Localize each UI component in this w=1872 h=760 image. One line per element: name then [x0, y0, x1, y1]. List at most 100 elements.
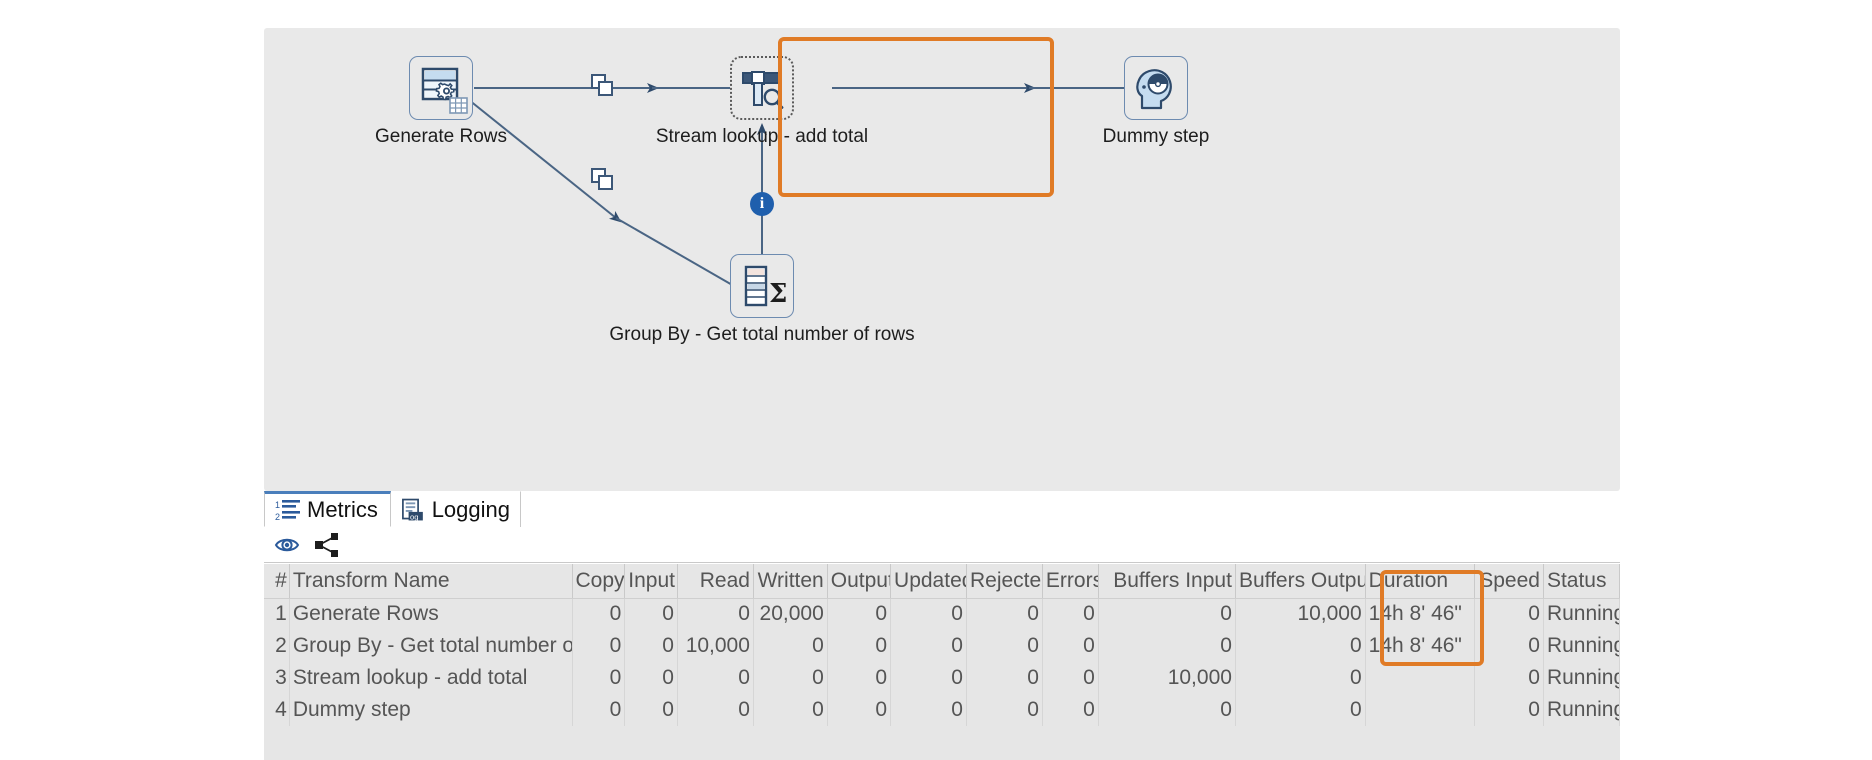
cell-errors: 0: [1042, 598, 1099, 630]
cell-name: Stream lookup - add total: [289, 662, 573, 694]
cell-idx: 1: [264, 598, 290, 630]
column-header-errors[interactable]: Errors: [1042, 564, 1099, 599]
hop-connections-layer: [468, 83, 1126, 287]
cell-duration: [1365, 694, 1476, 726]
cell-output: 0: [827, 630, 892, 662]
cell-input: 0: [624, 694, 678, 726]
cell-duration: 14h 8' 46": [1365, 598, 1476, 630]
stream-lookup-icon: [742, 71, 784, 109]
cell-updated: 0: [890, 694, 967, 726]
node-label-generate-rows: Generate Rows: [374, 126, 507, 147]
dummy-step-icon: [1136, 69, 1172, 110]
cell-buf_in: 0: [1098, 694, 1236, 726]
column-header-buf_in[interactable]: Buffers Input: [1098, 564, 1236, 599]
node-label-dummy-step: Dummy step: [1102, 126, 1210, 147]
svg-text:2: 2: [275, 512, 280, 522]
tab-logging-label: Logging: [431, 496, 510, 522]
info-badge-icon[interactable]: i: [750, 192, 774, 216]
column-header-rejected[interactable]: Rejected: [966, 564, 1043, 599]
results-tab-strip: 1 2 Metrics og Logging: [264, 491, 1620, 528]
column-header-written[interactable]: Written: [753, 564, 828, 599]
column-header-name[interactable]: Transform Name: [289, 564, 573, 599]
cell-written: 0: [753, 630, 828, 662]
cell-idx: 4: [264, 694, 290, 726]
copy-rows-icon[interactable]: [591, 168, 617, 194]
cell-input: 0: [624, 598, 678, 630]
cell-status: Running: [1543, 662, 1620, 694]
column-header-duration[interactable]: Duration: [1365, 564, 1476, 599]
cell-rejected: 0: [966, 598, 1043, 630]
cell-duration: 14h 8' 46": [1365, 630, 1476, 662]
cell-speed: 0: [1474, 694, 1544, 726]
column-header-updated[interactable]: Updated: [890, 564, 967, 599]
cell-buf_in: 0: [1098, 598, 1236, 630]
cell-speed: 0: [1474, 598, 1544, 630]
eye-icon[interactable]: [274, 532, 300, 558]
cell-updated: 0: [890, 598, 967, 630]
svg-text:og: og: [410, 512, 418, 521]
cell-read: 0: [677, 662, 754, 694]
column-header-idx[interactable]: #: [264, 564, 290, 599]
cell-output: 0: [827, 598, 892, 630]
cell-duration: [1365, 662, 1476, 694]
cell-status: Running: [1543, 694, 1620, 726]
cell-buf_in: 0: [1098, 630, 1236, 662]
svg-text:1: 1: [275, 500, 280, 510]
tab-metrics[interactable]: 1 2 Metrics: [264, 491, 391, 527]
cell-copy: 0: [572, 694, 626, 726]
cell-speed: 0: [1474, 662, 1544, 694]
cell-errors: 0: [1042, 630, 1099, 662]
cell-buf_out: 0: [1235, 662, 1366, 694]
column-header-status[interactable]: Status: [1543, 564, 1620, 599]
tab-logging[interactable]: og Logging: [391, 491, 521, 527]
cell-input: 0: [624, 662, 678, 694]
svg-text:Σ: Σ: [769, 279, 787, 309]
cell-idx: 2: [264, 630, 290, 662]
column-header-output[interactable]: Output: [827, 564, 892, 599]
cell-copy: 0: [572, 630, 626, 662]
log-document-icon: og: [402, 498, 423, 521]
cell-buf_out: 0: [1235, 694, 1366, 726]
column-header-input[interactable]: Input: [624, 564, 678, 599]
cell-rejected: 0: [966, 662, 1043, 694]
column-header-speed[interactable]: Speed: [1474, 564, 1544, 599]
cell-updated: 0: [890, 662, 967, 694]
node-graph-icon[interactable]: [314, 532, 340, 558]
generate-rows-icon: [421, 67, 468, 114]
cell-written: 20,000: [753, 598, 828, 630]
cell-status: Running: [1543, 630, 1620, 662]
pipeline-canvas[interactable]: Generate Rows Stream lookup - add total …: [264, 28, 1620, 491]
column-header-buf_out[interactable]: Buffers Output: [1235, 564, 1366, 599]
column-header-copy[interactable]: Copy: [572, 564, 626, 599]
tab-metrics-label: Metrics: [307, 497, 378, 522]
cell-name: Generate Rows: [289, 598, 573, 630]
node-label-group-by: Group By - Get total number of rows: [609, 324, 915, 345]
cell-output: 0: [827, 662, 892, 694]
cell-copy: 0: [572, 662, 626, 694]
cell-written: 0: [753, 662, 828, 694]
cell-buf_in: 10,000: [1098, 662, 1236, 694]
cell-read: 0: [677, 598, 754, 630]
cell-input: 0: [624, 630, 678, 662]
numbered-list-icon: 1 2: [275, 500, 300, 522]
metrics-toolbar: [264, 527, 1620, 563]
cell-errors: 0: [1042, 662, 1099, 694]
cell-read: 10,000: [677, 630, 754, 662]
cell-name: Group By - Get total number of rows: [289, 630, 573, 662]
cell-buf_out: 10,000: [1235, 598, 1366, 630]
cell-name: Dummy step: [289, 694, 573, 726]
cell-buf_out: 0: [1235, 630, 1366, 662]
column-header-read[interactable]: Read: [677, 564, 754, 599]
node-label-stream-lookup: Stream lookup - add total: [655, 126, 869, 147]
copy-rows-icon[interactable]: [591, 74, 617, 100]
cell-speed: 0: [1474, 630, 1544, 662]
cell-read: 0: [677, 694, 754, 726]
